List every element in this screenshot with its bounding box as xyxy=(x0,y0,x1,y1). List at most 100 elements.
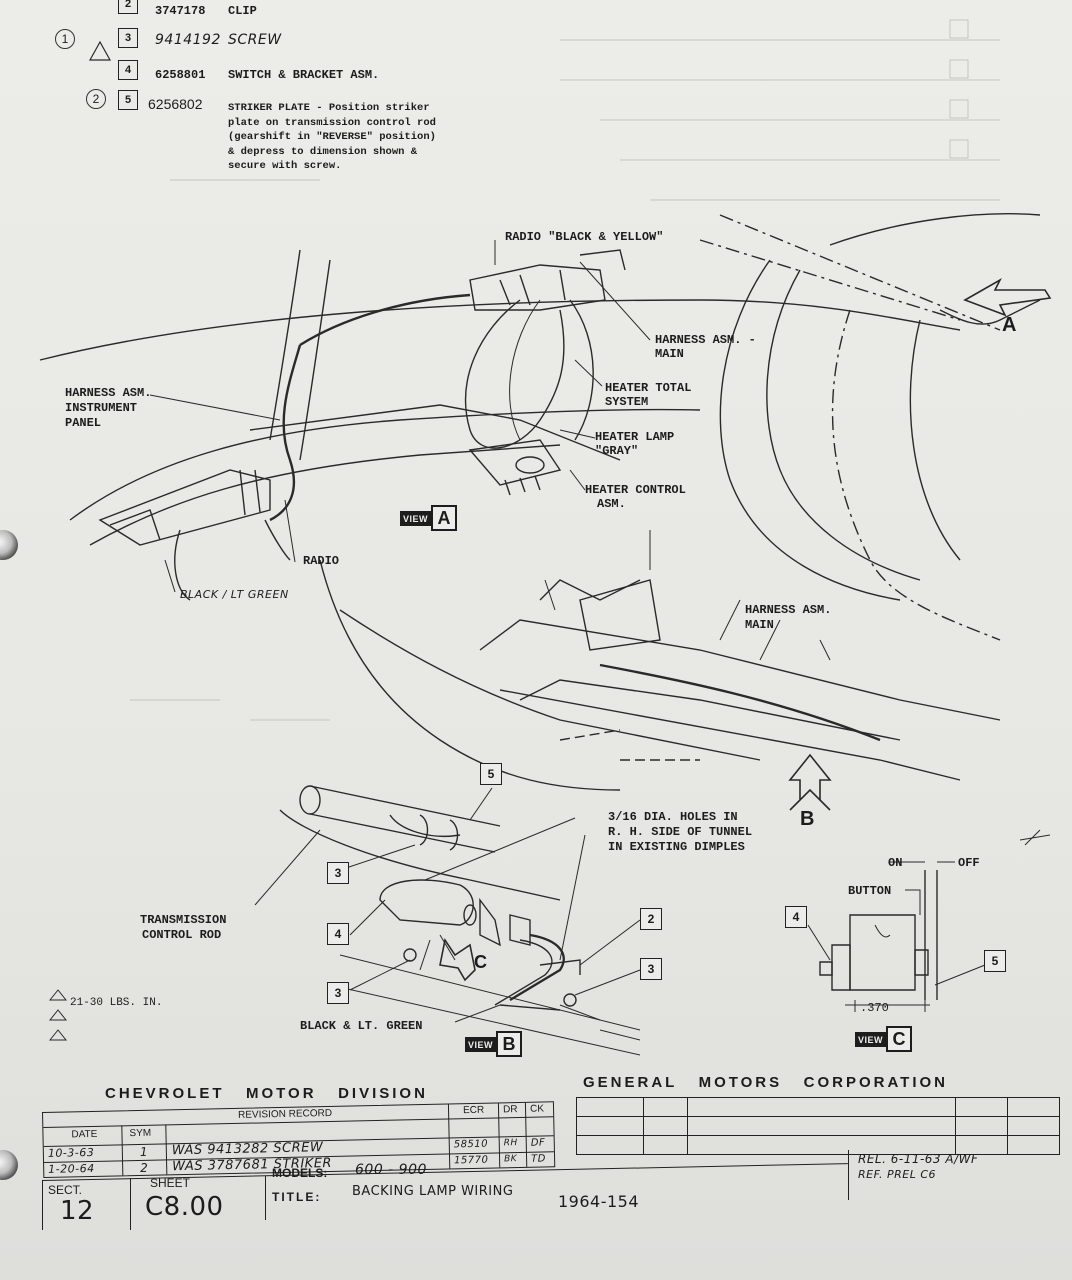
division-header: CHEVROLET MOTOR DIVISION xyxy=(105,1085,428,1102)
callout-5-c: 5 xyxy=(984,950,1006,972)
callout-2-b: 2 xyxy=(640,908,662,930)
callout-5-b: 5 xyxy=(480,763,502,785)
label-transmission-rod-1: TRANSMISSION xyxy=(140,913,227,927)
sheet-value: C8.00 xyxy=(145,1192,224,1222)
rev1-ck: DF xyxy=(530,1137,546,1149)
view-b-letter: B xyxy=(496,1031,523,1057)
view-b-tag: VIEW B xyxy=(465,1031,523,1057)
label-torque: 21-30 LBS. IN. xyxy=(70,997,163,1009)
label-radio-black-yellow: RADIO "BLACK & YELLOW" xyxy=(505,230,664,244)
view-a-tag: VIEW A xyxy=(400,505,458,531)
label-heater-total-2: SYSTEM xyxy=(605,395,649,409)
title-value: BACKING LAMP WIRING xyxy=(352,1184,514,1199)
rev1-sym: 1 xyxy=(139,1144,149,1159)
callout-3-b-lower: 3 xyxy=(327,982,349,1004)
striker-line-1: STRIKER PLATE - Position striker xyxy=(228,102,430,114)
rev1-dr: RH xyxy=(503,1138,518,1149)
label-harness-main-b-1: HARNESS ASM. xyxy=(745,603,832,617)
rev2-ecr: 15770 xyxy=(453,1154,489,1167)
rev2-sym: 2 xyxy=(140,1160,149,1175)
part-name-screw: SCREW xyxy=(228,32,282,48)
striker-plate-note: STRIKER PLATE - Position striker plate o… xyxy=(228,101,436,174)
col-dr: DR xyxy=(502,1104,518,1116)
col-ck: CK xyxy=(529,1103,545,1115)
rev-header: REVISION RECORD xyxy=(237,1107,333,1121)
view-a-letter: A xyxy=(431,505,458,531)
rev2-dr: BK xyxy=(503,1154,518,1165)
striker-line-4: & depress to dimension shown & xyxy=(228,145,418,158)
striker-line-3: (gearshift in "REVERSE" position) xyxy=(228,131,436,143)
rev2-date: 1-20-64 xyxy=(48,1161,95,1176)
label-black-lt-green-a: BLACK / LT GREEN xyxy=(180,588,289,601)
letter-b-arrow: B xyxy=(800,808,815,830)
view-b-word: VIEW xyxy=(465,1036,497,1052)
label-black-lt-green-b: BLACK & LT. GREEN xyxy=(300,1019,423,1033)
label-dim-370: .370 xyxy=(860,1001,889,1015)
label-off: OFF xyxy=(958,856,980,870)
label-transmission-rod-2: CONTROL ROD xyxy=(142,928,222,942)
rev1-record: WAS 9413282 SCREW xyxy=(171,1140,324,1159)
label-radio: RADIO xyxy=(303,554,340,568)
sect-label: SECT. xyxy=(48,1183,83,1197)
rev1-date: 10-3-63 xyxy=(47,1145,95,1160)
label-harness-main-2: MAIN xyxy=(655,347,684,361)
label-button: BUTTON xyxy=(848,884,892,898)
part-name-clip: CLIP xyxy=(228,4,257,18)
rev1-ecr: 58510 xyxy=(453,1138,489,1151)
part-number-box-4: 4 xyxy=(118,60,138,80)
label-holes-2: R. H. SIDE OF TUNNEL xyxy=(608,825,753,839)
part-number-box-2: 2 xyxy=(118,0,138,14)
part-name-switch-bracket: SWITCH & BRACKET ASM. xyxy=(228,68,380,82)
doc-number: 1964-154 xyxy=(558,1192,640,1211)
letter-a-arrow: A xyxy=(1002,314,1017,336)
label-harness-ip-2: INSTRUMENT xyxy=(65,401,138,415)
label-holes-1: 3/16 DIA. HOLES IN xyxy=(608,810,738,824)
rel-note-1: REL. 6-11-63 A/WF xyxy=(858,1152,979,1166)
part-no-6258801: 6258801 xyxy=(155,68,206,82)
models-label: MODELS: xyxy=(272,1166,328,1180)
sect-value: 12 xyxy=(60,1196,95,1226)
label-heater-control-2: ASM. xyxy=(597,497,626,511)
label-heater-control-1: HEATER CONTROL xyxy=(585,483,686,497)
label-harness-main-b-2: MAIN xyxy=(745,618,774,632)
label-heater-lamp-1: HEATER LAMP xyxy=(595,430,675,444)
view-c-word: VIEW xyxy=(855,1031,887,1047)
corporation-header: GENERAL MOTORS CORPORATION xyxy=(583,1074,949,1091)
view-a-word: VIEW xyxy=(400,510,432,526)
label-on: ON xyxy=(888,856,903,870)
striker-line-2: plate on transmission control rod xyxy=(228,116,436,129)
label-holes-3: IN EXISTING DIMPLES xyxy=(608,840,745,854)
view-c-letter: C xyxy=(886,1026,913,1052)
part-no-6256802: 6256802 xyxy=(148,96,203,112)
letter-c-arrow: C xyxy=(474,952,487,972)
label-heater-total-1: HEATER TOTAL xyxy=(605,381,692,395)
approval-grid xyxy=(576,1097,1060,1155)
callout-4-c: 4 xyxy=(785,906,807,928)
callout-4-b: 4 xyxy=(327,923,349,945)
binder-hole-top xyxy=(0,530,18,560)
label-heater-lamp-2: "GRAY" xyxy=(595,444,639,458)
col-date: DATE xyxy=(71,1128,98,1141)
part-number-box-5: 5 xyxy=(118,90,138,110)
label-harness-ip-3: PANEL xyxy=(65,416,102,430)
models-value: 600 - 900 xyxy=(355,1162,427,1178)
striker-line-5: secure with screw. xyxy=(228,160,342,172)
rev2-ck: TD xyxy=(530,1153,547,1165)
part-no-3747178: 3747178 xyxy=(155,4,206,18)
label-harness-ip-1: HARNESS ASM. xyxy=(65,386,152,400)
callout-3-b-upper: 3 xyxy=(327,862,349,884)
col-ecr: ECR xyxy=(462,1104,485,1117)
label-harness-main-1: HARNESS ASM. - xyxy=(655,333,756,347)
rel-note-2: REF. PREL C6 xyxy=(858,1168,937,1181)
part-no-9414192: 9414192 xyxy=(155,32,221,48)
revision-flag-circle-1: 1 xyxy=(55,29,75,49)
callout-3-b-right: 3 xyxy=(640,958,662,980)
revision-flag-circle-2: 2 xyxy=(86,89,106,109)
col-sym: SYM xyxy=(129,1127,152,1140)
view-c-tag: VIEW C xyxy=(855,1026,913,1052)
binder-hole-bottom xyxy=(0,1150,18,1180)
sheet-label: SHEET xyxy=(150,1176,191,1190)
part-number-box-3: 3 xyxy=(118,28,138,48)
